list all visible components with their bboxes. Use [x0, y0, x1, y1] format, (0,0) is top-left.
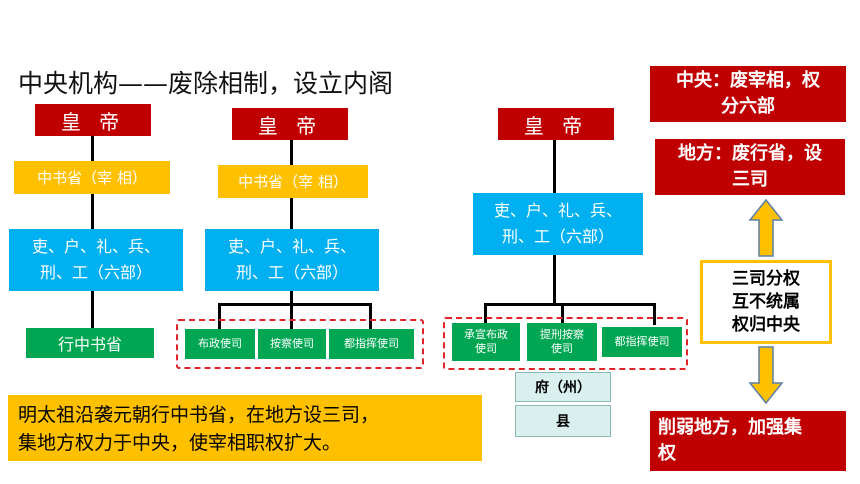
branch-drop: [369, 303, 372, 329]
six-ministries-line1: 吏、户、礼、兵、: [493, 201, 622, 220]
branch-line: [484, 303, 656, 306]
explanation-line2: 集地方权力于中央，使宰相职权扩大。: [18, 432, 342, 454]
result-line1: 削弱地方，加强集: [658, 417, 802, 438]
emperor-box: 皇 帝: [232, 108, 348, 140]
central-reform-line1: 中央：废宰相，权: [676, 70, 820, 91]
surveillance-office-box: 按察使司: [258, 329, 326, 359]
local-reform-box: 地方：废行省，设 三司: [655, 139, 845, 195]
result-line2: 权: [658, 443, 676, 464]
surveillance-office-box: 提刑按察 使司: [527, 323, 597, 361]
administration-office-line1: 承宣布政: [464, 328, 508, 341]
branch-drop: [484, 303, 487, 325]
six-ministries-line2: 刑、工（六部）: [39, 263, 152, 282]
summary-line1: 三司分权: [732, 268, 800, 289]
branch-drop: [218, 303, 221, 329]
administration-office-box: 承宣布政 使司: [452, 323, 520, 361]
branch-drop: [653, 303, 656, 325]
six-ministries-box: 吏、户、礼、兵、 刑、工（六部）: [473, 193, 643, 255]
county-box: 县: [515, 405, 611, 437]
administration-office-box: 布政使司: [185, 329, 255, 359]
up-arrow-icon: [748, 198, 784, 257]
branch-drop: [561, 303, 564, 325]
explanation-line1: 明太祖沿袭元朝行中书省，在地方设三司，: [18, 404, 380, 426]
six-ministries-line2: 刑、工（六部）: [235, 263, 348, 282]
central-reform-line2: 分六部: [721, 96, 775, 117]
connector-line: [290, 140, 293, 304]
three-offices-group: [176, 319, 424, 369]
six-ministries-line1: 吏、户、礼、兵、: [31, 237, 160, 256]
six-ministries-line1: 吏、户、礼、兵、: [227, 237, 356, 256]
summary-line3: 权归中央: [732, 314, 800, 335]
summary-line2: 互不统属: [732, 291, 800, 312]
central-reform-box: 中央：废宰相，权 分六部: [650, 66, 846, 122]
local-reform-line1: 地方：废行省，设: [678, 143, 822, 164]
secretariat-box: 中书省（宰 相）: [218, 165, 368, 198]
six-ministries-box: 吏、户、礼、兵、 刑、工（六部）: [9, 229, 183, 291]
page-title: 中央机构——废除相制，设立内阁: [18, 69, 394, 98]
prefecture-box: 府（州）: [515, 372, 611, 402]
six-ministries-box: 吏、户、礼、兵、 刑、工（六部）: [205, 229, 379, 291]
military-office-box: 都指挥使司: [602, 327, 682, 357]
secretariat-box: 中书省（宰 相）: [14, 161, 170, 194]
administration-office-line2: 使司: [475, 342, 497, 355]
branch-line: [218, 303, 372, 306]
military-office-box: 都指挥使司: [329, 329, 414, 359]
surveillance-office-line1: 提刑按察: [540, 328, 584, 341]
provincial-secretariat-box: 行中书省: [26, 328, 154, 358]
emperor-box: 皇 帝: [498, 108, 614, 140]
three-offices-group: [443, 317, 688, 370]
local-reform-line2: 三司: [732, 169, 768, 190]
surveillance-office-line2: 使司: [551, 342, 573, 355]
emperor-box: 皇 帝: [35, 104, 151, 136]
summary-box: 三司分权 互不统属 权归中央: [700, 260, 832, 344]
six-ministries-line2: 刑、工（六部）: [501, 227, 614, 246]
result-box: 削弱地方，加强集 权: [650, 411, 846, 471]
explanation-note: 明太祖沿袭元朝行中书省，在地方设三司， 集地方权力于中央，使宰相职权扩大。: [8, 395, 482, 461]
down-arrow-icon: [748, 346, 784, 405]
branch-drop: [290, 303, 293, 329]
